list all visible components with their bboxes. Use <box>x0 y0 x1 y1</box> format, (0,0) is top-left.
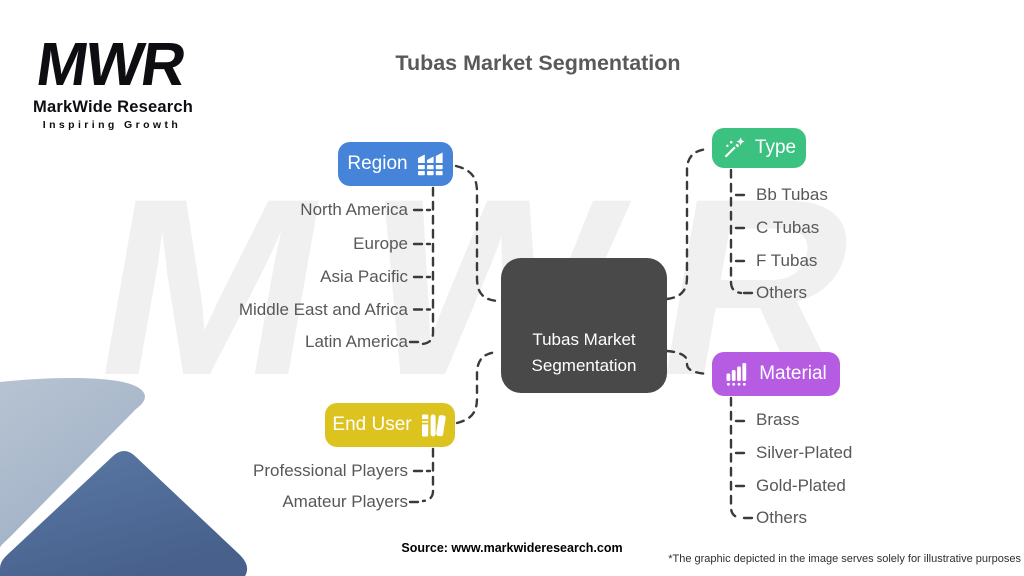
region-items-ticks <box>408 208 432 344</box>
end-user-node: End User <box>325 403 455 447</box>
bar-chart-icon <box>726 363 747 386</box>
connector-enduser-center <box>455 350 500 425</box>
end-user-item-label: Amateur Players <box>282 492 408 511</box>
corner-shape-light <box>0 378 145 548</box>
material-item-label: Brass <box>756 410 800 429</box>
library-books-icon <box>421 414 446 436</box>
map-grid-icon <box>417 152 443 176</box>
type-items-spine <box>729 168 743 295</box>
region-node-label: Region <box>347 153 408 174</box>
material-items-ticks <box>734 419 754 520</box>
type-item-label: F Tubas <box>756 251 818 270</box>
type-item-label: Bb Tubas <box>756 185 828 204</box>
material-item-label: Gold-Plated <box>756 476 846 495</box>
region-item-label: Asia Pacific <box>320 267 408 286</box>
type-items-ticks <box>734 193 754 295</box>
center-node-line1: Tubas Market <box>532 330 636 349</box>
region-item-label: North America <box>300 200 408 219</box>
corner-shape-dark <box>0 451 248 576</box>
region-item-label: Europe <box>353 234 408 253</box>
magic-wand-icon <box>724 137 745 158</box>
connector-center-type <box>665 147 710 301</box>
type-node: Type <box>712 128 806 168</box>
material-item-label: Silver-Plated <box>756 443 853 462</box>
center-node-line2: Segmentation <box>531 355 637 375</box>
material-items-spine <box>729 396 743 520</box>
logo-name: MarkWide Research <box>33 98 194 116</box>
material-item-label: Others <box>756 508 808 527</box>
page-title: Tubas Market Segmentation <box>395 51 681 75</box>
material-node-label: Material <box>759 363 827 384</box>
logo-tagline: Inspiring Growth <box>42 119 182 131</box>
region-node: Region <box>338 142 453 186</box>
center-node: Tubas Market Segmentation <box>501 258 667 393</box>
type-item-label: Others <box>756 283 808 302</box>
connector-center-material <box>665 349 710 376</box>
end-user-node-label: End User <box>332 414 412 435</box>
enduser-items-ticks <box>408 469 432 504</box>
type-item-label: C Tubas <box>756 218 820 237</box>
source-text: Source: www.markwideresearch.com <box>401 541 623 555</box>
region-item-label: Middle East and Africa <box>238 300 408 319</box>
region-item-label: Latin America <box>305 332 408 351</box>
region-items-spine <box>420 186 435 346</box>
connector-region-center <box>454 164 500 303</box>
end-user-item-label: Professional Players <box>253 461 408 480</box>
type-node-label: Type <box>754 137 797 158</box>
material-node: Material <box>712 352 840 396</box>
disclaimer-text: *The graphic depicted in the image serve… <box>668 553 1021 565</box>
enduser-items-spine <box>421 447 435 503</box>
center-node-label: Tubas Market Segmentation <box>501 327 667 378</box>
markwide-logo: MWR MarkWide Research Inspiring Growth <box>33 30 203 131</box>
